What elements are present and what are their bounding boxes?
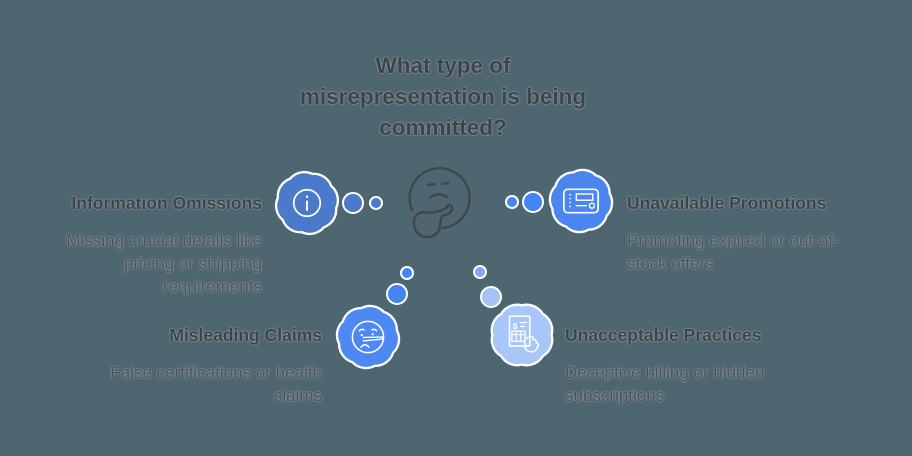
item-description: Missing crucial details like pricing or … bbox=[66, 231, 262, 296]
item-description: False certifications or health claims bbox=[110, 363, 322, 405]
thought-bubble-dot bbox=[386, 283, 408, 305]
invoice-hand-icon: $ bbox=[508, 315, 540, 353]
thought-bubble-dot bbox=[342, 192, 364, 214]
svg-text:$: $ bbox=[513, 321, 518, 331]
item-unacceptable-practices: Unacceptable Practices Deceptive billing… bbox=[565, 324, 815, 407]
page-title: What type of misrepresentation is being … bbox=[299, 53, 587, 140]
item-description: Deceptive billing or hidden subscription… bbox=[565, 363, 765, 405]
thought-bubble-dot bbox=[473, 265, 487, 279]
info-circle-icon bbox=[292, 188, 322, 218]
thought-bubble-dot bbox=[480, 286, 502, 308]
thinking-face-icon bbox=[408, 166, 471, 239]
thought-bubble-dot bbox=[400, 266, 414, 280]
thought-bubble-dot bbox=[505, 195, 519, 209]
blob-shape bbox=[548, 168, 614, 234]
item-heading: Misleading Claims bbox=[169, 325, 322, 345]
item-misleading-claims: Misleading Claims False certifications o… bbox=[82, 324, 322, 407]
coupon-icon bbox=[562, 188, 600, 214]
unavailable-promotions-blob bbox=[548, 168, 614, 234]
item-heading: Information Omissions bbox=[71, 193, 262, 213]
item-information-omissions: Information Omissions Missing crucial de… bbox=[22, 192, 262, 298]
item-heading: Unavailable Promotions bbox=[627, 193, 827, 213]
thought-bubble-dot bbox=[369, 196, 383, 210]
thought-bubble-dot bbox=[522, 191, 544, 213]
lying-face-icon bbox=[351, 320, 385, 354]
item-description: Promoting expired or out-of-stock offers bbox=[627, 231, 839, 273]
unacceptable-practices-blob: $ bbox=[490, 303, 554, 367]
misleading-claims-blob bbox=[335, 304, 401, 370]
item-unavailable-promotions: Unavailable Promotions Promoting expired… bbox=[627, 192, 877, 275]
information-omissions-blob bbox=[274, 170, 340, 236]
item-heading: Unacceptable Practices bbox=[565, 325, 762, 345]
